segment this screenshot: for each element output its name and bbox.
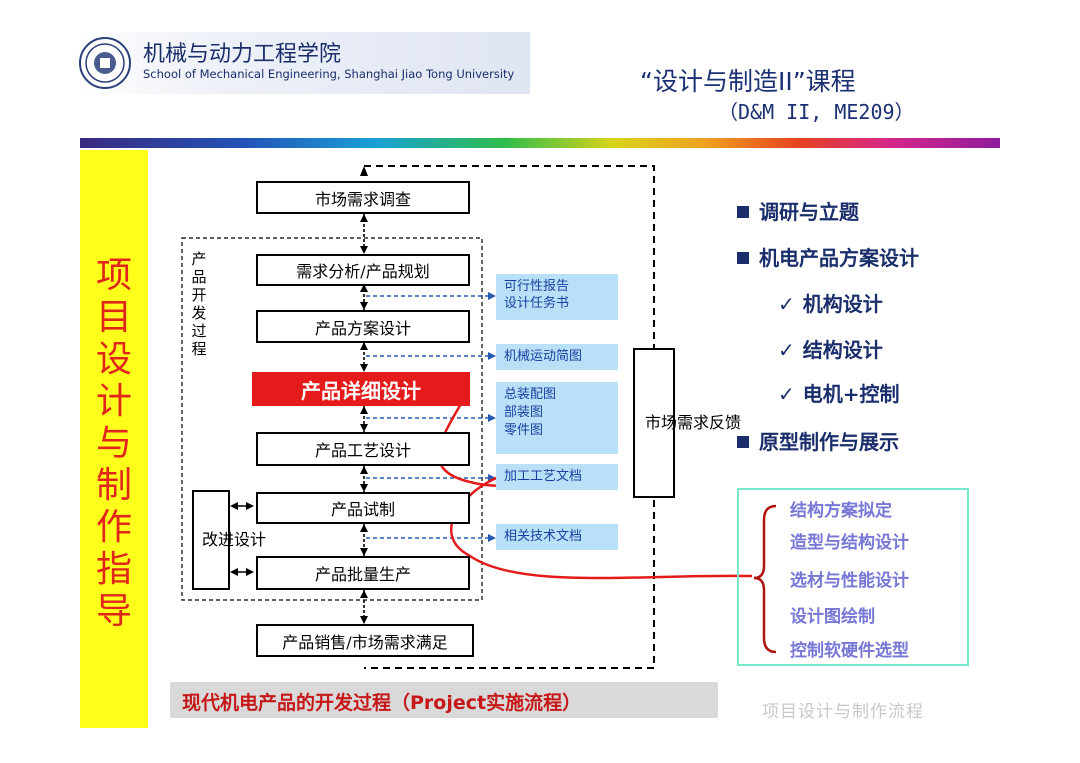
market-feedback-box: 市场需求反馈 xyxy=(633,348,742,498)
step-trial-production: 产品试制 xyxy=(256,492,470,524)
side-title-panel: 项目设计与制作指导 xyxy=(80,150,148,728)
doc-feasibility: 可行性报告 设计任务书 xyxy=(496,274,618,320)
footer-note: 项目设计与制作流程 xyxy=(762,702,924,722)
check-icon: ✓ xyxy=(778,292,795,316)
diagram-caption: 现代机电产品的开发过程（Project实施流程） xyxy=(182,692,582,714)
step-process-design: 产品工艺设计 xyxy=(256,432,470,466)
check-icon: ✓ xyxy=(778,382,795,406)
check-icon: ✓ xyxy=(778,338,795,362)
group-label-dev-process: 产品开发过程 xyxy=(191,250,207,358)
doc-feasibility-line2: 设计任务书 xyxy=(504,296,570,311)
detail-item-structure-scheme: 结构方案拟定 xyxy=(790,501,892,521)
square-bullet-icon xyxy=(737,252,749,264)
course-title: “设计与制造II”课程 xyxy=(640,67,856,96)
header-banner xyxy=(75,32,530,94)
list-item-structure-label: 结构设计 xyxy=(802,338,883,362)
list-item-prototype: 原型制作与展示 xyxy=(737,426,899,455)
step-concept-design: 产品方案设计 xyxy=(256,310,470,343)
step-market-survey: 市场需求调查 xyxy=(256,181,470,214)
doc-assembly-drawing: 总装配图 xyxy=(504,387,557,402)
list-item-mechanism-label: 机构设计 xyxy=(802,292,883,316)
step-sales: 产品销售/市场需求满足 xyxy=(256,624,474,657)
square-bullet-icon xyxy=(737,436,749,448)
list-item-research: 调研与立题 xyxy=(737,196,859,225)
improve-design-box: 改进设计 xyxy=(192,490,267,590)
list-item-scheme-design-label: 机电产品方案设计 xyxy=(759,246,919,270)
caption-bar xyxy=(170,682,718,718)
doc-drawings: 总装配图 部装图 零件图 xyxy=(496,382,618,454)
side-title-text: 项目设计与制作指导 xyxy=(95,255,132,632)
doc-subassembly-drawing: 部装图 xyxy=(504,405,544,420)
doc-kinematic-sketch: 机械运动简图 xyxy=(496,344,618,370)
list-item-motor-control-label: 电机+控制 xyxy=(802,382,900,406)
doc-feasibility-line1: 可行性报告 xyxy=(504,279,570,294)
detail-item-control-selection: 控制软硬件选型 xyxy=(790,641,909,661)
doc-technical-docs: 相关技术文档 xyxy=(496,524,618,550)
doc-process-docs: 加工工艺文档 xyxy=(496,464,618,490)
list-item-scheme-design: 机电产品方案设计 xyxy=(737,242,919,271)
list-item-prototype-label: 原型制作与展示 xyxy=(759,430,899,454)
list-item-research-label: 调研与立题 xyxy=(759,200,859,224)
step-requirement-analysis: 需求分析/产品规划 xyxy=(256,254,470,286)
list-item-structure: ✓ 结构设计 xyxy=(778,334,883,363)
detail-panel xyxy=(737,488,969,666)
university-seal-icon xyxy=(78,36,132,90)
course-code: （D&M II, ME209） xyxy=(718,100,915,124)
detail-item-modeling: 造型与结构设计 xyxy=(790,533,909,553)
detail-item-material: 选材与性能设计 xyxy=(790,571,909,591)
square-bullet-icon xyxy=(737,206,749,218)
step-mass-production: 产品批量生产 xyxy=(256,556,470,590)
list-item-motor-control: ✓ 电机+控制 xyxy=(778,378,900,407)
list-item-mechanism: ✓ 机构设计 xyxy=(778,288,883,317)
school-name-en: School of Mechanical Engineering, Shangh… xyxy=(143,67,515,81)
school-name-cn: 机械与动力工程学院 xyxy=(143,42,342,67)
doc-part-drawing: 零件图 xyxy=(504,423,544,438)
improve-design-label: 改进设计 xyxy=(202,530,267,549)
market-feedback-label: 市场需求反馈 xyxy=(645,413,742,432)
detail-item-drawing: 设计图绘制 xyxy=(790,607,875,627)
step-detailed-design: 产品详细设计 xyxy=(252,372,470,406)
rainbow-divider xyxy=(80,138,1000,148)
